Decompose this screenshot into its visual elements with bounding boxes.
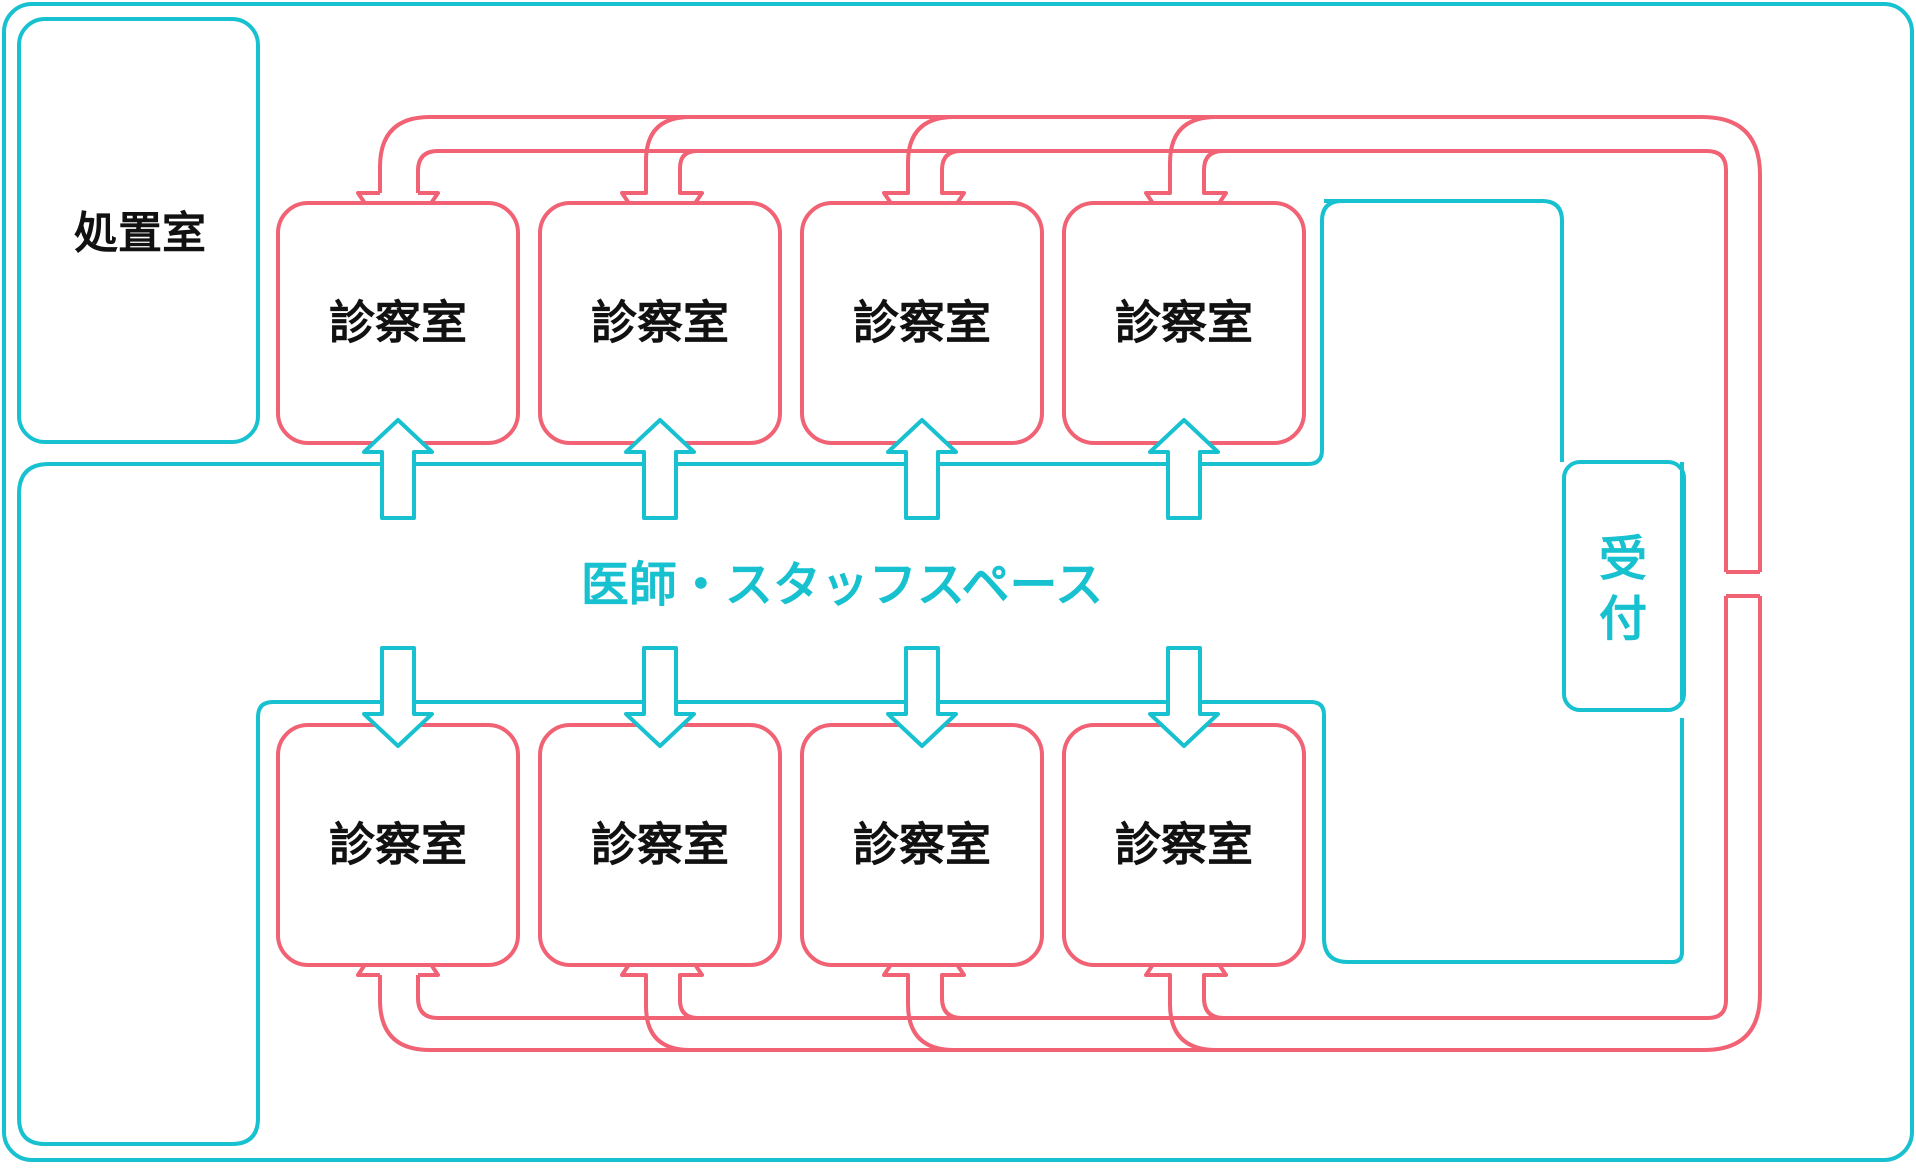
treatment-room-box (17, 17, 260, 444)
bottom-branch-3 (882, 913, 966, 1052)
top-patient-corridor-outer (378, 115, 1762, 572)
reception-label-char-1: 受 (1599, 531, 1647, 587)
staff-arrow-down-1 (362, 646, 434, 748)
exam-room-label-top-1: 診察室 (329, 296, 467, 350)
bottom-branch-4 (1144, 913, 1228, 1052)
top-branch-4 (1144, 115, 1228, 254)
staff-arrow-down-4 (1148, 646, 1220, 748)
bottom-patient-corridor-inner (416, 596, 1728, 1020)
reception-box (1562, 460, 1686, 712)
staff-space-label: 医師・スタッフスペース (581, 557, 1103, 613)
reception-label-char-2: 付 (1599, 591, 1647, 647)
staff-arrow-down-2 (624, 646, 696, 748)
staff-arrow-up-3 (886, 418, 958, 520)
exam-room-label-top-4: 診察室 (1115, 296, 1253, 350)
exam-room-label-top-3: 診察室 (853, 296, 991, 350)
exam-room-label-top-2: 診察室 (591, 296, 729, 350)
exam-room-label-bottom-4: 診察室 (1115, 818, 1253, 872)
top-branch-3 (882, 115, 966, 254)
bottom-patient-corridor-outer (378, 596, 1762, 1052)
top-patient-corridor-inner (416, 149, 1728, 572)
treatment-room-label: 処置室 (74, 208, 206, 259)
exam-room-label-bottom-2: 診察室 (591, 818, 729, 872)
exam-room-label-bottom-1: 診察室 (329, 818, 467, 872)
exam-room-label-bottom-3: 診察室 (853, 818, 991, 872)
staff-arrow-up-2 (624, 418, 696, 520)
staff-arrow-down-3 (886, 646, 958, 748)
staff-arrow-up-1 (362, 418, 434, 520)
staff-arrow-up-4 (1148, 418, 1220, 520)
